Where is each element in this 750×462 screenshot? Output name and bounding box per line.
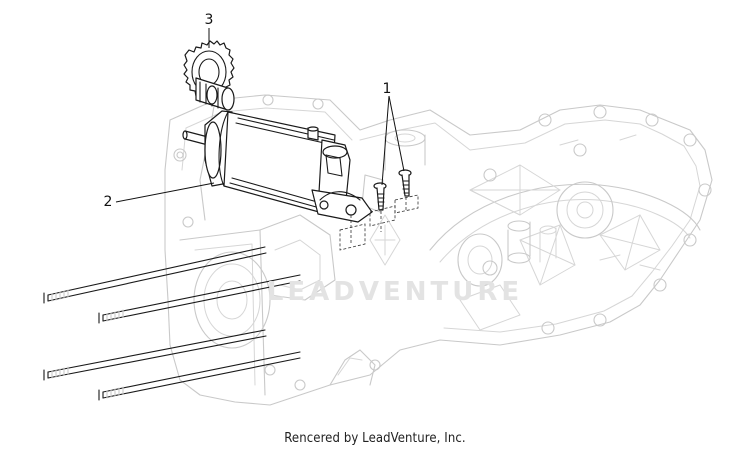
watermark-text: LEADVENTURE — [267, 277, 523, 307]
callout-2: 2 — [104, 194, 113, 210]
screw-parts — [339, 169, 419, 251]
crankcase-ghost — [164, 94, 713, 406]
leader-2 — [115, 182, 215, 203]
gear-part — [183, 40, 235, 111]
watermark: LEADVENTURE — [267, 214, 523, 307]
render-credit-caption: Rencered by LeadVenture, Inc. — [284, 431, 466, 446]
callout-3: 3 — [205, 12, 214, 28]
callout-leaders — [115, 28, 405, 203]
callout-1: 1 — [383, 81, 392, 97]
leader-1b — [388, 95, 405, 172]
starter-motor-part — [182, 110, 373, 223]
leader-1a — [381, 95, 390, 186]
cylinder-studs — [43, 246, 301, 401]
